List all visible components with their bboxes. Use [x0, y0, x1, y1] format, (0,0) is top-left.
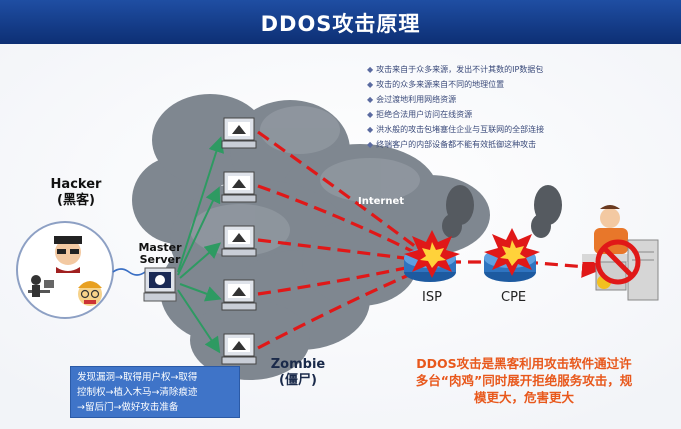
hacker-name-cn: (黑客)	[57, 193, 95, 208]
bullet-icon: ◆	[367, 110, 374, 119]
bullet-icon: ◆	[367, 95, 374, 104]
feature-item: ◆会过渡地利用网络资源	[367, 95, 457, 104]
zombie-pc-icon	[221, 117, 257, 149]
connection-wave	[112, 268, 146, 276]
zombie-pc-icon	[221, 333, 257, 365]
summary-line: 多台“肉鸡”同时展开拒绝服务攻击，规	[415, 373, 633, 388]
attack-step-line: →留后门→做好攻击准备	[77, 402, 179, 413]
hacker-illustration	[16, 221, 146, 319]
master-server-label: Master Server	[132, 242, 188, 266]
attack-steps-text: 发现漏洞→取得用户权→取得 控制权→植入木马→清除痕迹 →留后门→做好攻击准备	[77, 370, 237, 415]
page-title: DDOS攻击原理	[260, 12, 421, 36]
feature-item: ◆终端客户的内部设备都不能有效抵御这种攻击	[367, 140, 537, 149]
attack-step-line: 发现漏洞→取得用户权→取得	[77, 372, 198, 383]
explosion-icon	[484, 228, 540, 276]
title-bar: DDOS攻击原理	[0, 0, 681, 44]
explosion-icon	[404, 230, 460, 278]
zombie-name-cn: (僵尸)	[279, 373, 317, 388]
no-access-icon	[595, 239, 641, 285]
feature-item: ◆洪水般的攻击包堵塞住企业与互联网的全部连接	[367, 125, 545, 134]
bullet-icon: ◆	[367, 65, 374, 74]
zombie-name: Zombie	[270, 357, 326, 372]
summary-text: DDOS攻击是黑客利用攻击软件通过许 多台“肉鸡”同时展开拒绝服务攻击，规 模更…	[374, 355, 674, 406]
attack-lines	[257, 130, 605, 350]
hacker-label: Hacker (黑客)	[46, 177, 106, 209]
nerd-face-icon	[78, 281, 102, 306]
command-arrows	[177, 136, 224, 354]
bullet-icon: ◆	[367, 140, 374, 149]
zombie-pc-icon	[221, 225, 257, 257]
zombie-pc-icon	[221, 171, 257, 203]
feature-item: ◆攻击来自于众多来源，发出不计其数的IP数据包	[367, 65, 544, 74]
master-server-icon	[143, 267, 177, 302]
smoke-plumes	[442, 185, 562, 238]
internet-label: Internet	[358, 196, 405, 207]
summary-line: DDOS攻击是黑客利用攻击软件通过许	[416, 356, 632, 371]
hacker-face-icon	[54, 236, 82, 273]
master-label-line2: Server	[139, 253, 181, 266]
feature-list: ◆攻击来自于众多来源，发出不计其数的IP数据包 ◆攻击的众多来源来自不同的地理位…	[367, 62, 544, 152]
attack-step-line: 控制权→植入木马→清除痕迹	[77, 387, 198, 398]
attack-steps-box: 发现漏洞→取得用户权→取得 控制权→植入木马→清除痕迹 →留后门→做好攻击准备	[70, 366, 240, 418]
hacker-at-desk-icon	[28, 275, 54, 297]
feature-item: ◆拒绝合法用户访问在线资源	[367, 110, 473, 119]
zombie-pc-icon	[221, 279, 257, 311]
bullet-icon: ◆	[367, 125, 374, 134]
isp-label: ISP	[422, 290, 442, 305]
master-label-line1: Master	[138, 241, 182, 254]
bullet-icon: ◆	[367, 80, 374, 89]
zombie-computers	[221, 117, 257, 365]
feature-item: ◆攻击的众多来源来自不同的地理位置	[367, 80, 505, 89]
hacker-name: Hacker	[50, 177, 102, 192]
cpe-label: CPE	[501, 290, 527, 305]
summary-line: 模更大，危害更大	[473, 390, 574, 405]
zombie-label: Zombie (僵尸)	[268, 357, 328, 389]
